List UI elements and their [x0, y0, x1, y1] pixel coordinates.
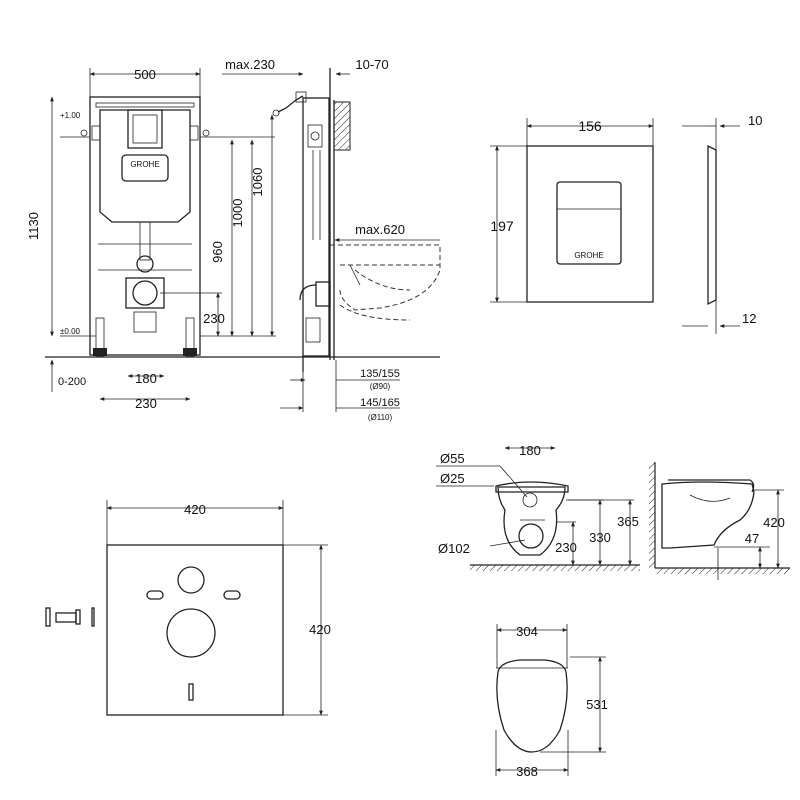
toilet-d25-label: Ø25 — [440, 471, 465, 486]
toilet-profile-view: 420 47 — [649, 462, 790, 580]
adjust-range-label: 0-200 — [58, 376, 86, 388]
toilet-bottom-width: 368 — [516, 764, 538, 779]
depth-b-note: (Ø110) — [368, 413, 393, 422]
sound-mat-width: 420 — [184, 502, 206, 517]
frame-side-view: max.230 10-70 max.620 135/155 (Ø90) 145/… — [222, 57, 441, 422]
toilet-d55-label: Ø55 — [440, 451, 465, 466]
wall-range-label: 10-70 — [355, 57, 388, 72]
toilet-h330-label: 330 — [589, 530, 611, 545]
flush-plate-thickness-top: 10 — [748, 113, 762, 128]
toilet-width-label: 180 — [519, 443, 541, 458]
sound-mat: 420 420 — [45, 500, 331, 716]
toilet-d102-label: Ø102 — [438, 541, 470, 556]
depth-a-note: (Ø90) — [370, 382, 391, 391]
toilet-top-width: 304 — [516, 624, 538, 639]
max-depth-label: max.230 — [225, 57, 275, 72]
depth-a-label: 135/155 — [360, 368, 400, 380]
flush-plate-height: 197 — [490, 218, 514, 234]
zero-level-label: ±0.00 — [60, 327, 81, 336]
toilet-side-view: 180 Ø55 Ø25 Ø102 230 330 365 — [436, 443, 640, 571]
bottom-width-label: 230 — [135, 396, 157, 411]
max-projection-label: max.620 — [355, 222, 405, 237]
frame-width-label: 500 — [134, 67, 156, 82]
outlet-height-label: 230 — [203, 311, 225, 326]
flush-plate-side: 10 12 — [682, 113, 762, 334]
toilet-h365-label: 365 — [617, 514, 639, 529]
toilet-length: 531 — [586, 697, 608, 712]
flush-plate-width: 156 — [578, 118, 602, 134]
flush-plate-brand: GROHE — [574, 251, 603, 260]
depth-b-label: 145/165 — [360, 397, 400, 409]
toilet-h47-label: 47 — [745, 531, 759, 546]
leg-spacing-label: 180 — [135, 371, 157, 386]
flush-plate-thickness-bottom: 12 — [742, 311, 756, 326]
flush-plate-front: GROHE 156 197 — [490, 118, 654, 303]
toilet-h230-label: 230 — [555, 540, 577, 555]
sound-mat-height: 420 — [309, 622, 331, 637]
frame-height-label: 1130 — [26, 212, 41, 240]
inlet-height-label: 960 — [210, 241, 225, 263]
top-offset-label: +1.00 — [60, 111, 81, 120]
frame-front-view: GROHE 500 1130 +1.00 ±0.00 0-200 180 230 — [26, 67, 440, 411]
toilet-h420-label: 420 — [763, 515, 785, 530]
frame-logo-text: GROHE — [130, 160, 159, 169]
toilet-top-view: 304 531 368 — [495, 624, 608, 779]
